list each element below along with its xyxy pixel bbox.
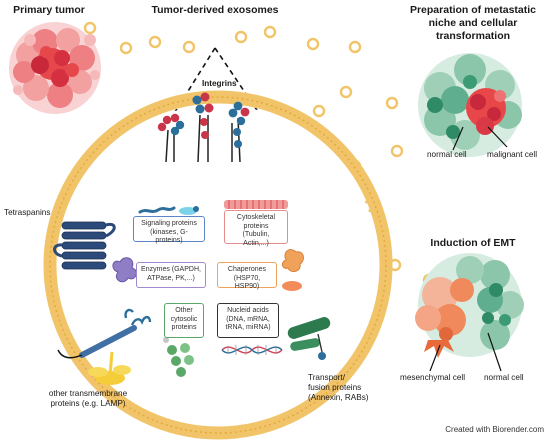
box-nucleic-line-2: (DNA, mRNA, [226,315,270,323]
title-metastatic-line-3: transformation [435,30,511,42]
chaperone-icons [281,249,304,291]
metastatic-leader-lines [452,126,508,151]
enzyme-icon [112,257,137,283]
label-normal-cell-bottom: normal cell [484,373,524,382]
metastatic-niche-cluster [418,53,522,157]
box-signaling-line-1: Signaling proteins [141,220,197,227]
box-signaling-proteins: Signaling proteins (kinases, G-proteins) [133,216,205,244]
primary-tumor-cluster [9,22,101,114]
nucleic-acid-strands [221,345,283,355]
title-primary-tumor: Primary tumor [13,4,85,16]
lamp-protein [57,308,152,385]
label-transport-line-2: fusion proteins [308,383,362,392]
label-transport-line-3: (Annexin, RABs) [308,393,369,402]
box-chaperones-line-1: Chaperones [227,266,267,273]
integrins-proteins [157,92,250,163]
title-metastatic-line-2: niche and cellular [428,17,518,29]
box-chaperones-line-2: (HSP70, HSP90) [233,274,261,291]
box-other-cytosolic-line-3: proteins [171,324,197,332]
title-exosomes: Tumor-derived exosomes [151,4,279,16]
box-other-cytosolic-line-2: cytosolic [170,315,198,323]
box-enzymes-line-2: ATPase, PK,...) [147,274,195,282]
tetraspanin-proteins [53,221,116,270]
box-other-cytosolic: Other cytosolic proteins [164,303,204,338]
box-cytoskeletal-line-2: proteins [243,222,269,230]
box-nucleic-line-3: tRNA, miRNA) [225,324,271,332]
emt-leader-lines [429,332,502,372]
label-other-transmembrane-line-1: other transmembrane [48,389,128,398]
label-normal-cell-top: normal cell [427,150,467,159]
box-other-cytosolic-line-1: Other [175,307,193,314]
title-metastatic: Preparation of metastatic niche and cell… [398,4,548,43]
emt-cluster [415,253,524,358]
box-cytoskeletal-line-3: (Tubulin, Actin,...) [242,231,270,247]
credit-text: Created with Biorender.com [445,425,544,434]
box-nucleic-line-1: Nucleid acids [227,307,269,314]
label-other-transmembrane-line-2: proteins (e.g. LAMP) [50,399,126,408]
label-other-transmembrane: other transmembrane proteins (e.g. LAMP) [38,389,138,409]
box-cytoskeletal-line-1: Cytoskeletal [236,214,276,221]
box-chaperones: Chaperones (HSP70, HSP90) [217,262,277,290]
cytoskeletal-fiber [224,200,288,209]
box-cytoskeletal-proteins: Cytoskeletal proteins (Tubulin, Actin,..… [224,210,288,247]
cytosolic-dots [163,337,194,377]
signaling-icons [138,206,199,215]
box-enzymes: Enzymes (GAPDH, ATPase, PK,...) [136,262,206,288]
box-enzymes-line-1: Enzymes (GAPDH, [141,266,201,273]
title-metastatic-line-1: Preparation of metastatic [409,4,537,16]
label-transport-line-1: Transport/ [308,373,346,382]
label-mesenchymal-cell: mesenchymal cell [400,373,466,382]
label-integrins: Integrins [202,79,237,88]
label-tetraspanins: Tetraspanins [4,208,51,217]
label-transport: Transport/ fusion proteins (Annexin, RAB… [308,373,369,403]
title-emt: Induction of EMT [430,237,516,249]
transport-proteins [287,317,331,360]
box-signaling-line-2: (kinases, G-proteins) [150,228,188,245]
label-malignant-cell: malignant cell [487,150,538,159]
box-nucleic-acids: Nucleid acids (DNA, mRNA, tRNA, miRNA) [217,303,279,338]
